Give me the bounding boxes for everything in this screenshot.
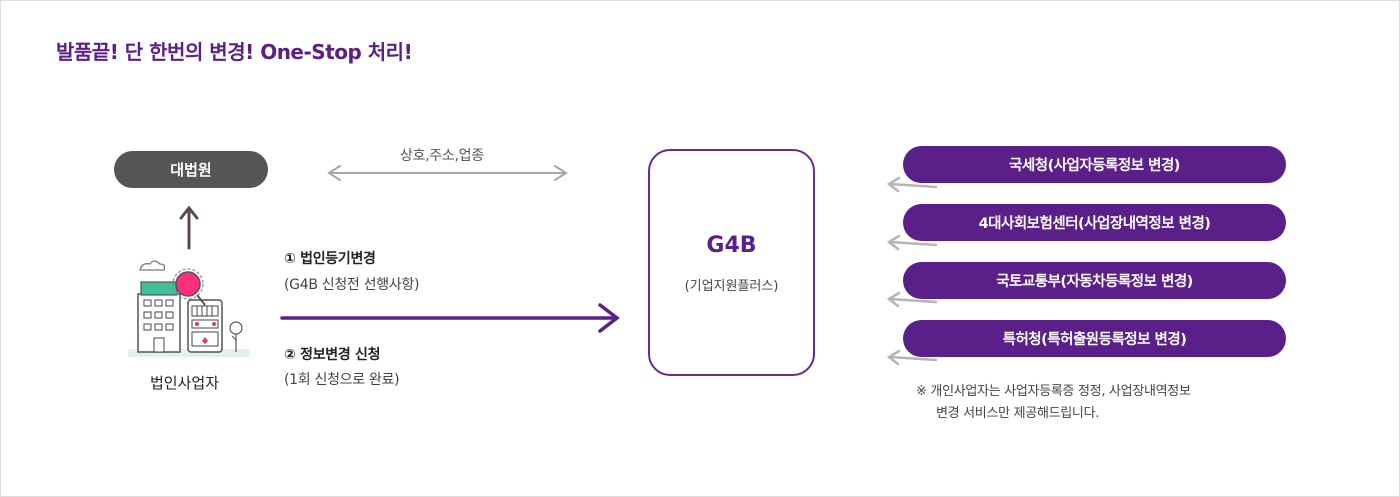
building-illustration-icon <box>128 260 250 357</box>
agency-pill-social-insurance: 4대사회보험센터(사업장내역정보 변경) <box>903 204 1286 241</box>
up-arrow-icon <box>179 205 199 250</box>
g4b-subtitle: (기업지원플러스) <box>684 279 779 294</box>
agency-arrow-icon <box>886 349 938 366</box>
agency-label: 국토교통부(자동차등록정보 변경) <box>996 274 1193 290</box>
agency-pill-kipo: 특허청(특허출원등록정보 변경) <box>903 320 1286 357</box>
double-arrow-icon <box>327 165 568 181</box>
agency-label: 특허청(특허출원등록정보 변경) <box>1002 332 1187 348</box>
agency-arrow-icon <box>886 176 938 193</box>
main-arrow-icon <box>280 303 620 333</box>
footnote: ※ 개인사업자는 사업자등록증 정정, 사업장내역정보 변경 서비스만 제공해드… <box>916 381 1191 425</box>
page-title: 발품끝! 단 한번의 변경! One-Stop 처리! <box>56 40 413 64</box>
footnote-line-1: ※ 개인사업자는 사업자등록증 정정, 사업장내역정보 <box>916 384 1191 399</box>
court-label: 대법원 <box>170 161 212 179</box>
step-1-title: ① 법인등기변경 <box>284 251 376 267</box>
footnote-line-2: 변경 서비스만 제공해드립니다. <box>936 406 1100 421</box>
court-pill: 대법원 <box>114 151 268 188</box>
agency-label: 4대사회보험센터(사업장내역정보 변경) <box>978 216 1211 232</box>
agency-arrow-icon <box>886 291 938 308</box>
step-2-subtitle: (1회 신청으로 완료) <box>284 372 400 388</box>
agency-pill-nts: 국세청(사업자등록정보 변경) <box>903 146 1286 183</box>
g4b-title: G4B <box>706 233 757 258</box>
g4b-box: G4B (기업지원플러스) <box>648 149 815 376</box>
agency-arrow-icon <box>886 234 938 251</box>
agency-label: 국세청(사업자등록정보 변경) <box>1009 158 1180 174</box>
agency-pill-molit: 국토교통부(자동차등록정보 변경) <box>903 262 1286 299</box>
corporation-label: 법인사업자 <box>150 374 220 392</box>
court-arrow-label: 상호,주소,업종 <box>400 148 484 164</box>
step-1-subtitle: (G4B 신청전 선행사항) <box>284 277 420 293</box>
step-2-title: ② 정보변경 신청 <box>284 347 381 363</box>
